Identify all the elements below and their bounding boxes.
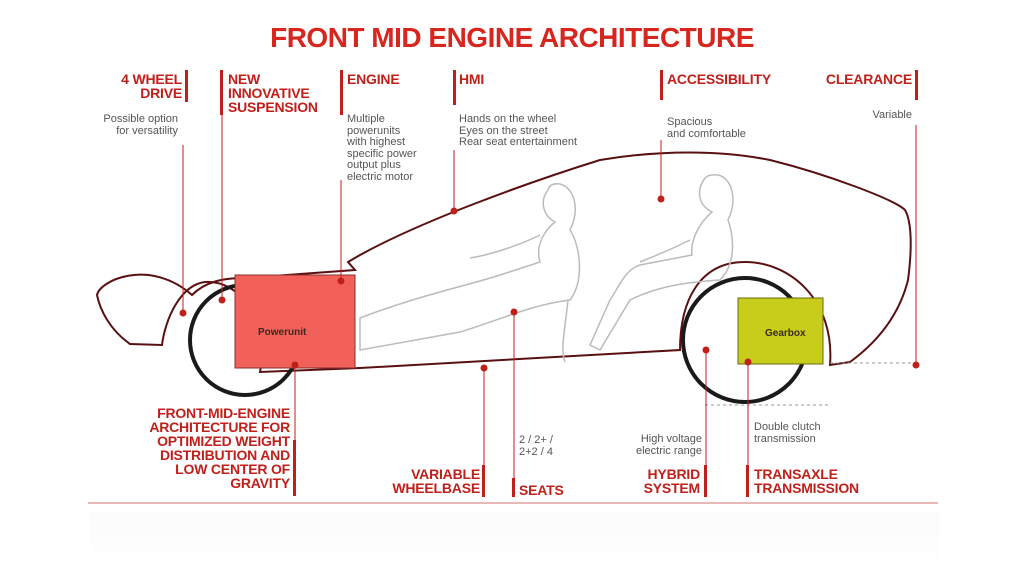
desc-hybrid: High voltage electric range: [635, 433, 702, 457]
desc-transaxle: Double clutch transmission: [754, 421, 821, 445]
callout-bar-fme: [293, 440, 296, 496]
callout-bar-clearance: [915, 70, 918, 100]
heading-variable-wheelbase: VARIABLE WHEELBASE: [392, 466, 480, 496]
heading-hmi: HMI: [459, 71, 485, 87]
powerunit-box: [234, 274, 356, 369]
heading-engine: ENGINE: [347, 71, 400, 87]
passenger-figure: [589, 174, 734, 351]
desc-hmi: Hands on the wheel Eyes on the street Re…: [459, 113, 578, 148]
heading-hybrid-system: HYBRID SYSTEM: [643, 466, 701, 496]
powerunit-label: Powerunit: [258, 327, 307, 338]
heading-accessibility: ACCESSIBILITY: [667, 71, 771, 87]
desc-4-wheel-drive: Possible option for versatility: [103, 113, 178, 137]
callout-bar-4wd: [185, 70, 188, 102]
heading-transaxle: TRANSAXLE TRANSMISSION: [754, 466, 859, 496]
desc-accessibility: Spacious and comfortable: [667, 116, 746, 140]
gearbox-box: [737, 297, 824, 365]
desc-seats: 2 / 2+ / 2+2 / 4: [519, 434, 553, 458]
callout-bar-engine: [340, 70, 343, 115]
callout-bar-seats: [512, 478, 515, 497]
heading-suspension: NEW INNOVATIVE SUSPENSION: [228, 71, 318, 115]
car-body-outline: [95, 151, 912, 374]
callout-bar-wheelbase: [482, 465, 485, 497]
heading-clearance: CLEARANCE: [825, 71, 912, 87]
heading-seats: SEATS: [519, 482, 564, 498]
callout-bar-transaxle: [746, 465, 749, 497]
callout-bar-suspension: [220, 70, 223, 115]
callout-bar-hybrid: [704, 465, 707, 497]
desc-engine: Multiple powerunits with highest specifi…: [347, 113, 417, 183]
desc-clearance: Variable: [872, 109, 912, 121]
heading-front-mid-engine: FRONT-MID-ENGINE ARCHITECTURE FOR OPTIMI…: [149, 405, 290, 491]
heading-4-wheel-drive: 4 WHEEL DRIVE: [121, 71, 182, 101]
top-leader-lines: [182, 115, 917, 365]
bottom-leader-dots: [291, 308, 752, 372]
page-title: FRONT MID ENGINE ARCHITECTURE: [270, 22, 754, 53]
faded-reflection: [90, 512, 940, 572]
top-leader-dots: [179, 195, 920, 369]
callout-bar-hmi: [453, 70, 456, 105]
driver-figure: [359, 183, 581, 363]
callout-bar-accessibility: [660, 70, 663, 100]
gearbox-label: Gearbox: [765, 328, 806, 339]
